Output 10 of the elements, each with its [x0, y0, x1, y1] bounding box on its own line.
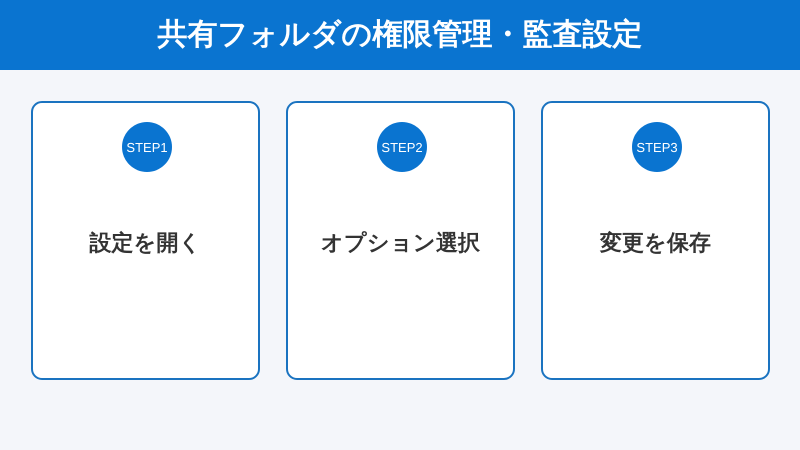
step-number: STEP3 [632, 122, 682, 172]
step-number: STEP1 [122, 122, 172, 172]
step-label: 設定を開く [90, 229, 202, 257]
step-label: オプション選択 [321, 229, 480, 257]
title: 共有フォルダの権限管理・監査設定 [158, 17, 642, 53]
step-card [541, 101, 770, 380]
step-label: 変更を保存 [600, 229, 711, 257]
step-card [286, 101, 515, 380]
step-number: STEP2 [377, 122, 427, 172]
step-card [31, 101, 260, 380]
